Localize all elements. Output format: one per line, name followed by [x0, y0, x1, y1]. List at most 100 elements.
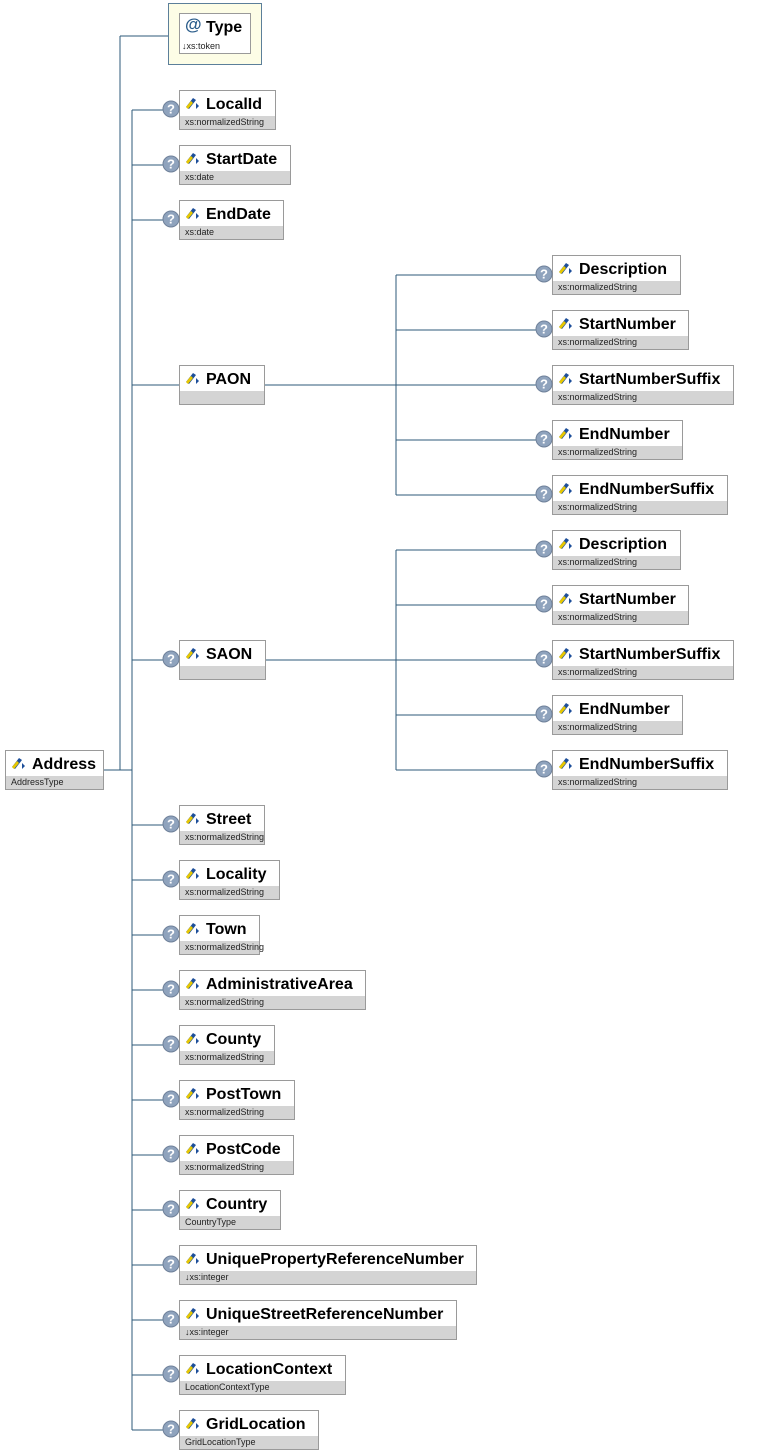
optional-icon: ?: [535, 375, 553, 393]
element-name: PostTown: [206, 1086, 282, 1103]
attribute-type-label: ↓xs:token: [182, 41, 221, 51]
element-icon: [559, 593, 572, 604]
element-name: EndNumber: [579, 426, 670, 443]
element-icon: [186, 98, 199, 109]
attribute-type[interactable]: @ Type ↓xs:token: [168, 3, 262, 65]
attribute-name: Type: [206, 19, 243, 36]
root-element-type: AddressType: [6, 776, 103, 789]
svg-text:?: ?: [167, 1312, 175, 1327]
svg-text:?: ?: [540, 652, 548, 667]
element-locality[interactable]: Locality xs:normalizedString: [179, 860, 280, 900]
element-icon: [186, 813, 199, 824]
svg-text:?: ?: [167, 1092, 175, 1107]
element-icon: [559, 758, 572, 769]
element-type: ↓xs:integer: [180, 1271, 476, 1284]
element-type: xs:normalizedString: [180, 831, 264, 844]
element-name: Street: [206, 811, 252, 828]
element-icon: [559, 318, 572, 329]
element-name: StartDate: [206, 151, 278, 168]
svg-text:?: ?: [540, 707, 548, 722]
element-type: xs:normalizedString: [553, 776, 727, 789]
root-element-address[interactable]: Address AddressType: [5, 750, 104, 790]
svg-text:?: ?: [540, 487, 548, 502]
element-name: County: [206, 1031, 262, 1048]
element-enddate[interactable]: EndDate xs:date: [179, 200, 284, 240]
element-postcode[interactable]: PostCode xs:normalizedString: [179, 1135, 294, 1175]
svg-text:?: ?: [540, 322, 548, 337]
element-county[interactable]: County xs:normalizedString: [179, 1025, 275, 1065]
svg-text:?: ?: [167, 212, 175, 227]
svg-text:?: ?: [167, 872, 175, 887]
optional-icon: ?: [162, 1090, 180, 1108]
element-icon: [12, 758, 25, 769]
element-icon: [186, 1033, 199, 1044]
optional-icon: ?: [162, 1200, 180, 1218]
optional-icon: ?: [162, 650, 180, 668]
element-type: [180, 666, 265, 679]
element-type: CountryType: [180, 1216, 280, 1229]
element-saon[interactable]: SAON: [179, 640, 266, 680]
element-type: LocationContextType: [180, 1381, 345, 1394]
element-name: SAON: [206, 646, 253, 663]
element-type: ↓xs:integer: [180, 1326, 456, 1339]
optional-icon: ?: [162, 1255, 180, 1273]
element-type: xs:normalizedString: [180, 1051, 274, 1064]
element-icon: [559, 373, 572, 384]
optional-icon: ?: [162, 1035, 180, 1053]
element-type: xs:normalizedString: [553, 666, 733, 679]
element-type: xs:normalizedString: [553, 501, 727, 514]
element-name: GridLocation: [206, 1416, 306, 1433]
element-paon[interactable]: PAON: [179, 365, 265, 405]
element-icon: [186, 208, 199, 219]
element-icon: [559, 648, 572, 659]
optional-icon: ?: [162, 1145, 180, 1163]
element-name: Locality: [206, 866, 267, 883]
optional-icon: ?: [162, 210, 180, 228]
svg-text:?: ?: [167, 817, 175, 832]
element-street[interactable]: Street xs:normalizedString: [179, 805, 265, 845]
element-name: EndDate: [206, 206, 271, 223]
element-uniquestreetreferencenumber[interactable]: UniqueStreetReferenceNumber ↓xs:integer: [179, 1300, 457, 1340]
element-name: PostCode: [206, 1141, 281, 1158]
optional-icon: ?: [162, 1310, 180, 1328]
element-type: xs:normalizedString: [553, 391, 733, 404]
optional-icon: ?: [162, 1420, 180, 1438]
element-type: xs:normalizedString: [180, 996, 365, 1009]
element-name: StartNumber: [579, 316, 676, 333]
root-element-name: Address: [32, 756, 97, 773]
element-name: UniquePropertyReferenceNumber: [206, 1251, 464, 1268]
svg-text:?: ?: [167, 1367, 175, 1382]
element-icon: [186, 1418, 199, 1429]
element-type: xs:normalizedString: [180, 886, 279, 899]
element-name: Description: [579, 261, 668, 278]
element-type: xs:normalizedString: [553, 721, 682, 734]
element-type: xs:normalizedString: [180, 1161, 293, 1174]
element-type: xs:date: [180, 226, 283, 239]
element-type: GridLocationType: [180, 1436, 318, 1449]
optional-icon: ?: [162, 1365, 180, 1383]
optional-icon: ?: [162, 980, 180, 998]
svg-text:?: ?: [167, 982, 175, 997]
element-name: UniqueStreetReferenceNumber: [206, 1306, 444, 1323]
svg-text:?: ?: [167, 927, 175, 942]
element-icon: [186, 923, 199, 934]
element-uniquepropertyreferencenumber[interactable]: UniquePropertyReferenceNumber ↓xs:integer: [179, 1245, 477, 1285]
